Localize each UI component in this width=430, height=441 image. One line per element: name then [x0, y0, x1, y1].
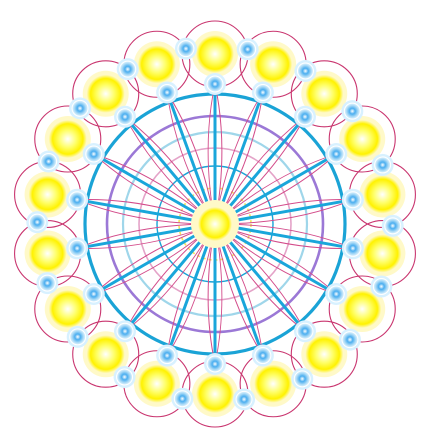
- satellite-sun-icon: [343, 120, 381, 158]
- blue-node-icon: [294, 371, 310, 387]
- blue-node-icon: [297, 63, 313, 79]
- blue-node-icon: [69, 192, 85, 208]
- blue-node-icon: [255, 348, 271, 364]
- blue-node-icon: [328, 286, 344, 302]
- blue-node-icon: [39, 275, 55, 291]
- blue-node-icon: [375, 157, 391, 173]
- blue-node-icon: [345, 240, 361, 256]
- blue-node-icon: [344, 103, 360, 119]
- satellite-sun-icon: [363, 175, 401, 213]
- blue-node-icon: [117, 369, 133, 385]
- blue-node-icon: [342, 332, 358, 348]
- blue-node-icon: [159, 84, 175, 100]
- satellite-sun-icon: [138, 45, 176, 83]
- blue-node-icon: [373, 279, 389, 295]
- blue-node-icon: [86, 286, 102, 302]
- blue-node-icon: [236, 391, 252, 407]
- satellite-sun-icon: [196, 35, 234, 73]
- satellite-sun-icon: [138, 365, 176, 403]
- blue-node-icon: [72, 100, 88, 116]
- satellite-sun-icon: [196, 375, 234, 413]
- blue-node-icon: [29, 214, 45, 230]
- blue-node-icon: [297, 109, 313, 125]
- satellite-sun-icon: [363, 235, 401, 273]
- satellite-sun-icon: [29, 175, 67, 213]
- satellite-sun-icon: [305, 335, 343, 373]
- blue-node-icon: [70, 329, 86, 345]
- blue-node-icon: [328, 146, 344, 162]
- blue-node-icon: [385, 218, 401, 234]
- blue-node-icon: [255, 84, 271, 100]
- blue-node-icon: [297, 323, 313, 339]
- blue-node-icon: [207, 76, 223, 92]
- blue-node-icon: [174, 391, 190, 407]
- satellite-sun-icon: [29, 235, 67, 273]
- blue-node-icon: [86, 146, 102, 162]
- blue-node-icon: [117, 109, 133, 125]
- blue-node-icon: [69, 240, 85, 256]
- satellite-sun-icon: [254, 365, 292, 403]
- blue-node-icon: [178, 41, 194, 57]
- blue-node-icon: [120, 61, 136, 77]
- blue-node-icon: [240, 41, 256, 57]
- blue-node-icon: [345, 192, 361, 208]
- blue-node-icon: [207, 356, 223, 372]
- blue-node-icon: [117, 323, 133, 339]
- blue-node-icon: [159, 348, 175, 364]
- satellite-sun-icon: [49, 290, 87, 328]
- center-hub: [191, 200, 239, 248]
- blue-node-icon: [41, 153, 57, 169]
- satellite-sun-icon: [254, 45, 292, 83]
- central-sun-icon: [198, 207, 232, 241]
- satellite-sun-icon: [87, 75, 125, 113]
